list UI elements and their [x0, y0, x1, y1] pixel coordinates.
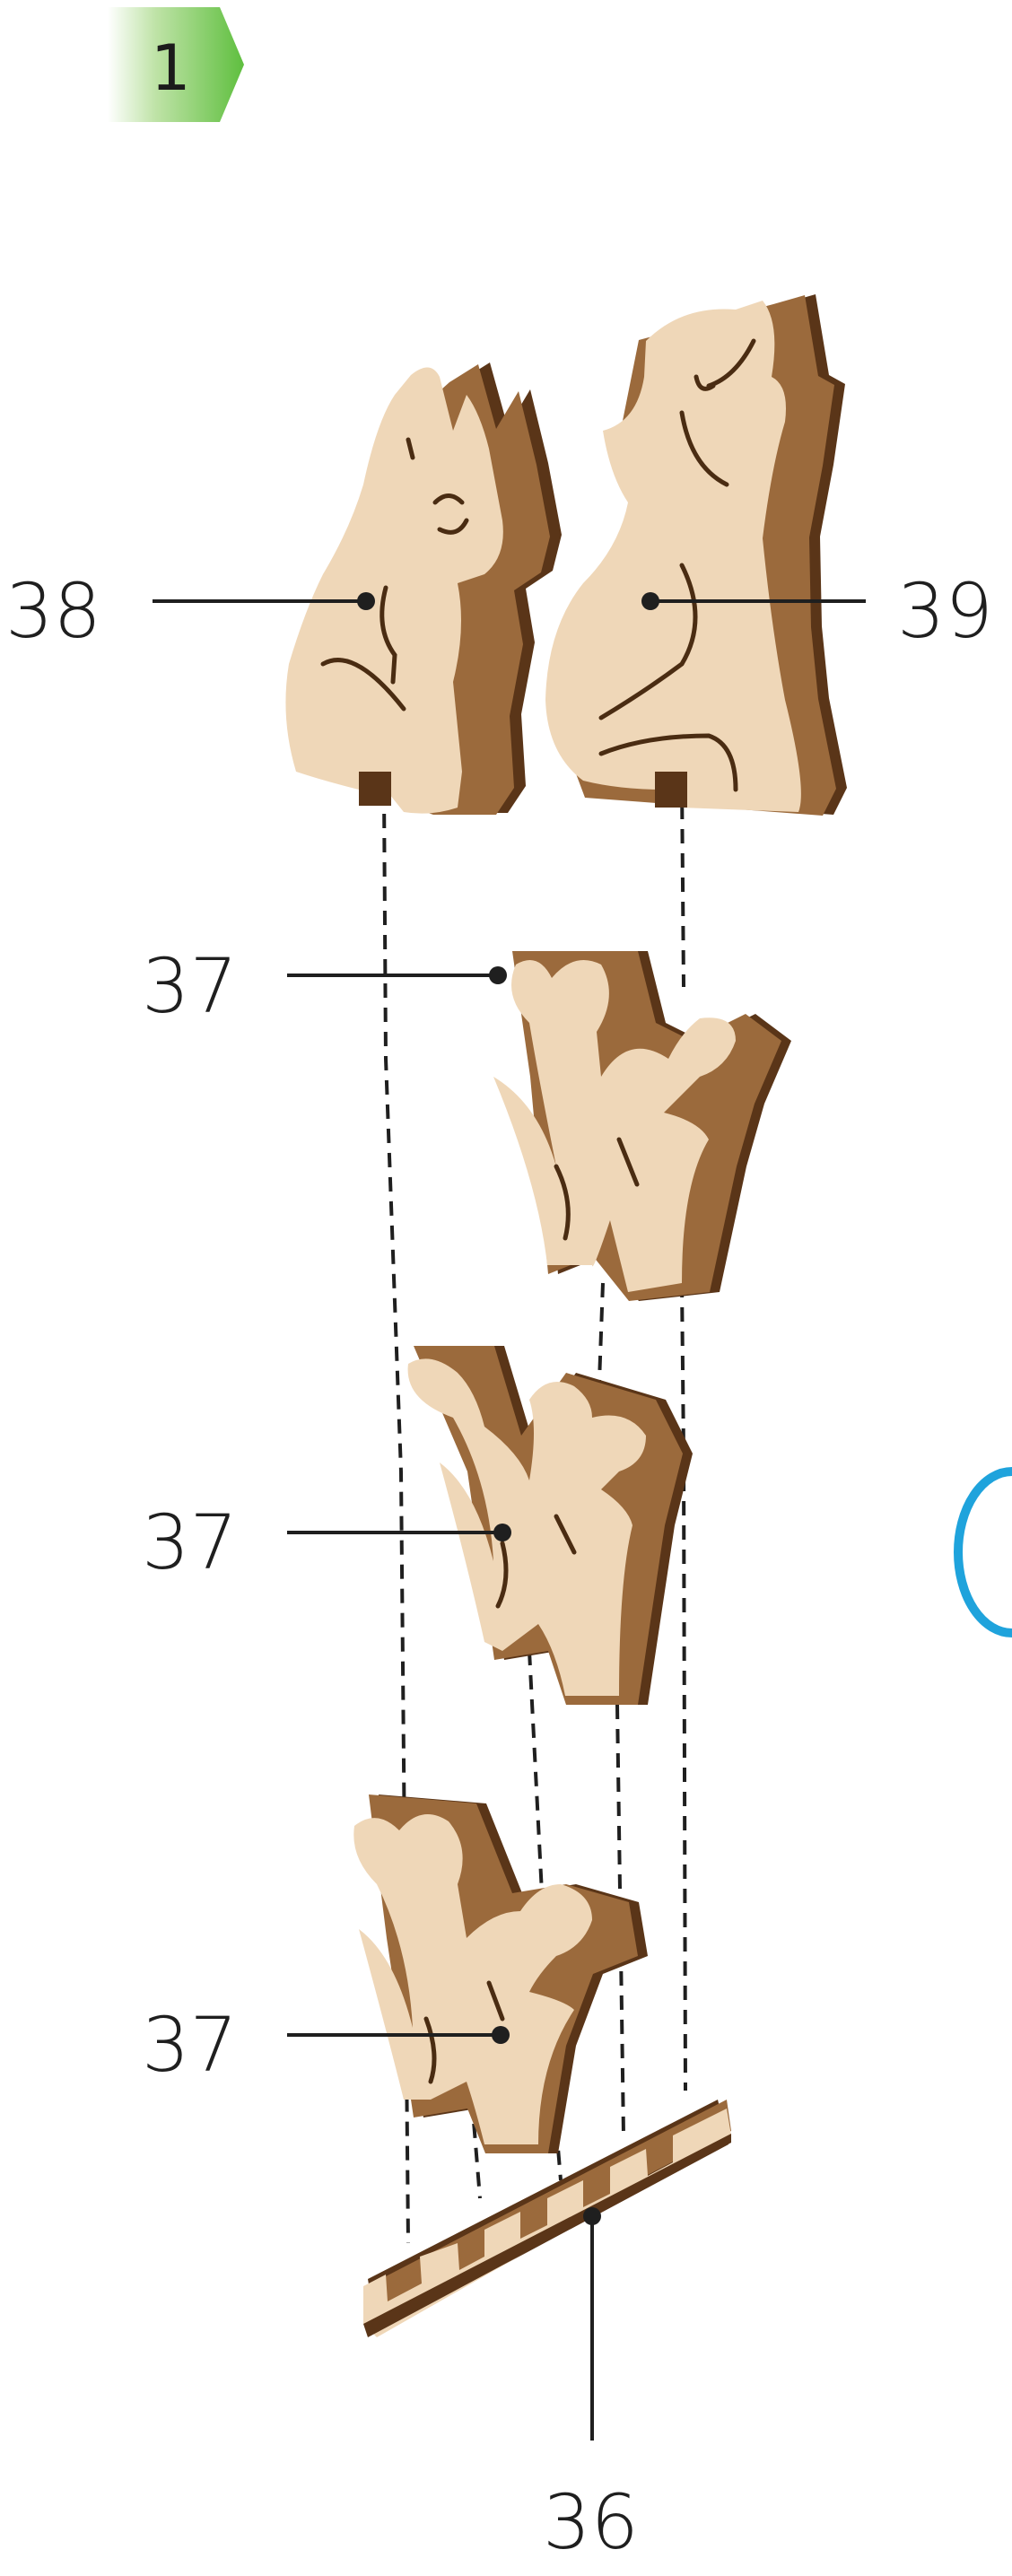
- part-37-bottom-tulips: [353, 1794, 648, 2153]
- label-part-36: 36: [543, 2478, 639, 2566]
- label-part-38: 38: [5, 567, 101, 655]
- label-part-37-middle: 37: [142, 1498, 238, 1586]
- label-part-39: 39: [897, 567, 993, 655]
- label-part-37-bottom: 37: [142, 2001, 238, 2089]
- part-38-cat: [285, 362, 562, 815]
- part-37-top-tulips: [493, 951, 791, 1301]
- part-39-wolf: [545, 294, 847, 816]
- label-part-37-top: 37: [142, 942, 238, 1030]
- part-37-middle-tulips: [408, 1346, 693, 1705]
- step-badge: 1: [108, 7, 244, 122]
- step-number: 1: [151, 31, 191, 105]
- accent-arc: [958, 1471, 1012, 1633]
